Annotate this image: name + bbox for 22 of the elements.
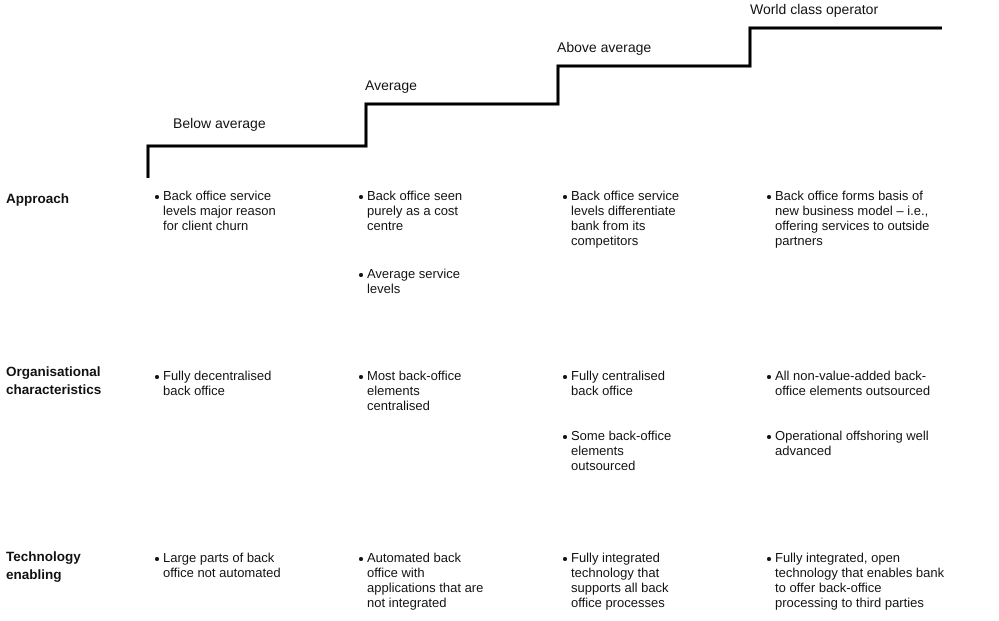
bullet-item: Fully centralised back office <box>571 368 666 398</box>
stage-label: Above average <box>557 40 652 55</box>
bullet-item: Back office seen purely as a cost centre <box>367 188 464 233</box>
bullet-item: Operational offshoring well advanced <box>775 428 930 458</box>
bullet-item: Large parts of back office not automated <box>163 550 282 580</box>
bullet-item: Back office service levels major reason for client churn <box>163 188 277 233</box>
row-heading: Approach <box>6 190 70 208</box>
row-heading: Organisational characteristics <box>6 363 102 399</box>
bullet-item: Fully decentralised back office <box>163 368 272 398</box>
bullet-item: All non-value-added back-office elements outsourced <box>775 368 932 398</box>
stage-label: Average <box>365 78 417 93</box>
bullet-item: Fully integrated technology that supports all back office processes <box>571 550 670 610</box>
bullet-item: Average service levels <box>367 266 461 296</box>
row-heading: Technology enabling <box>6 548 82 584</box>
bullet-item: Some back-office elements outsourced <box>571 428 672 473</box>
bullet-item: Back office forms basis of new business model – i.e., offering services to outside partners <box>775 188 930 248</box>
stage-label: World class operator <box>750 2 878 17</box>
bullet-item: Most back-office elements centralised <box>367 368 462 413</box>
bullet-item: Back office service levels differentiate bank from its competitors <box>571 188 680 248</box>
bullet-item: Fully integrated, open technology that enables bank to offer back-office processing to third parties <box>775 550 945 610</box>
bullet-item: Automated back office with applications that are not integrated <box>367 550 484 610</box>
stage-label: Below average <box>173 116 266 131</box>
